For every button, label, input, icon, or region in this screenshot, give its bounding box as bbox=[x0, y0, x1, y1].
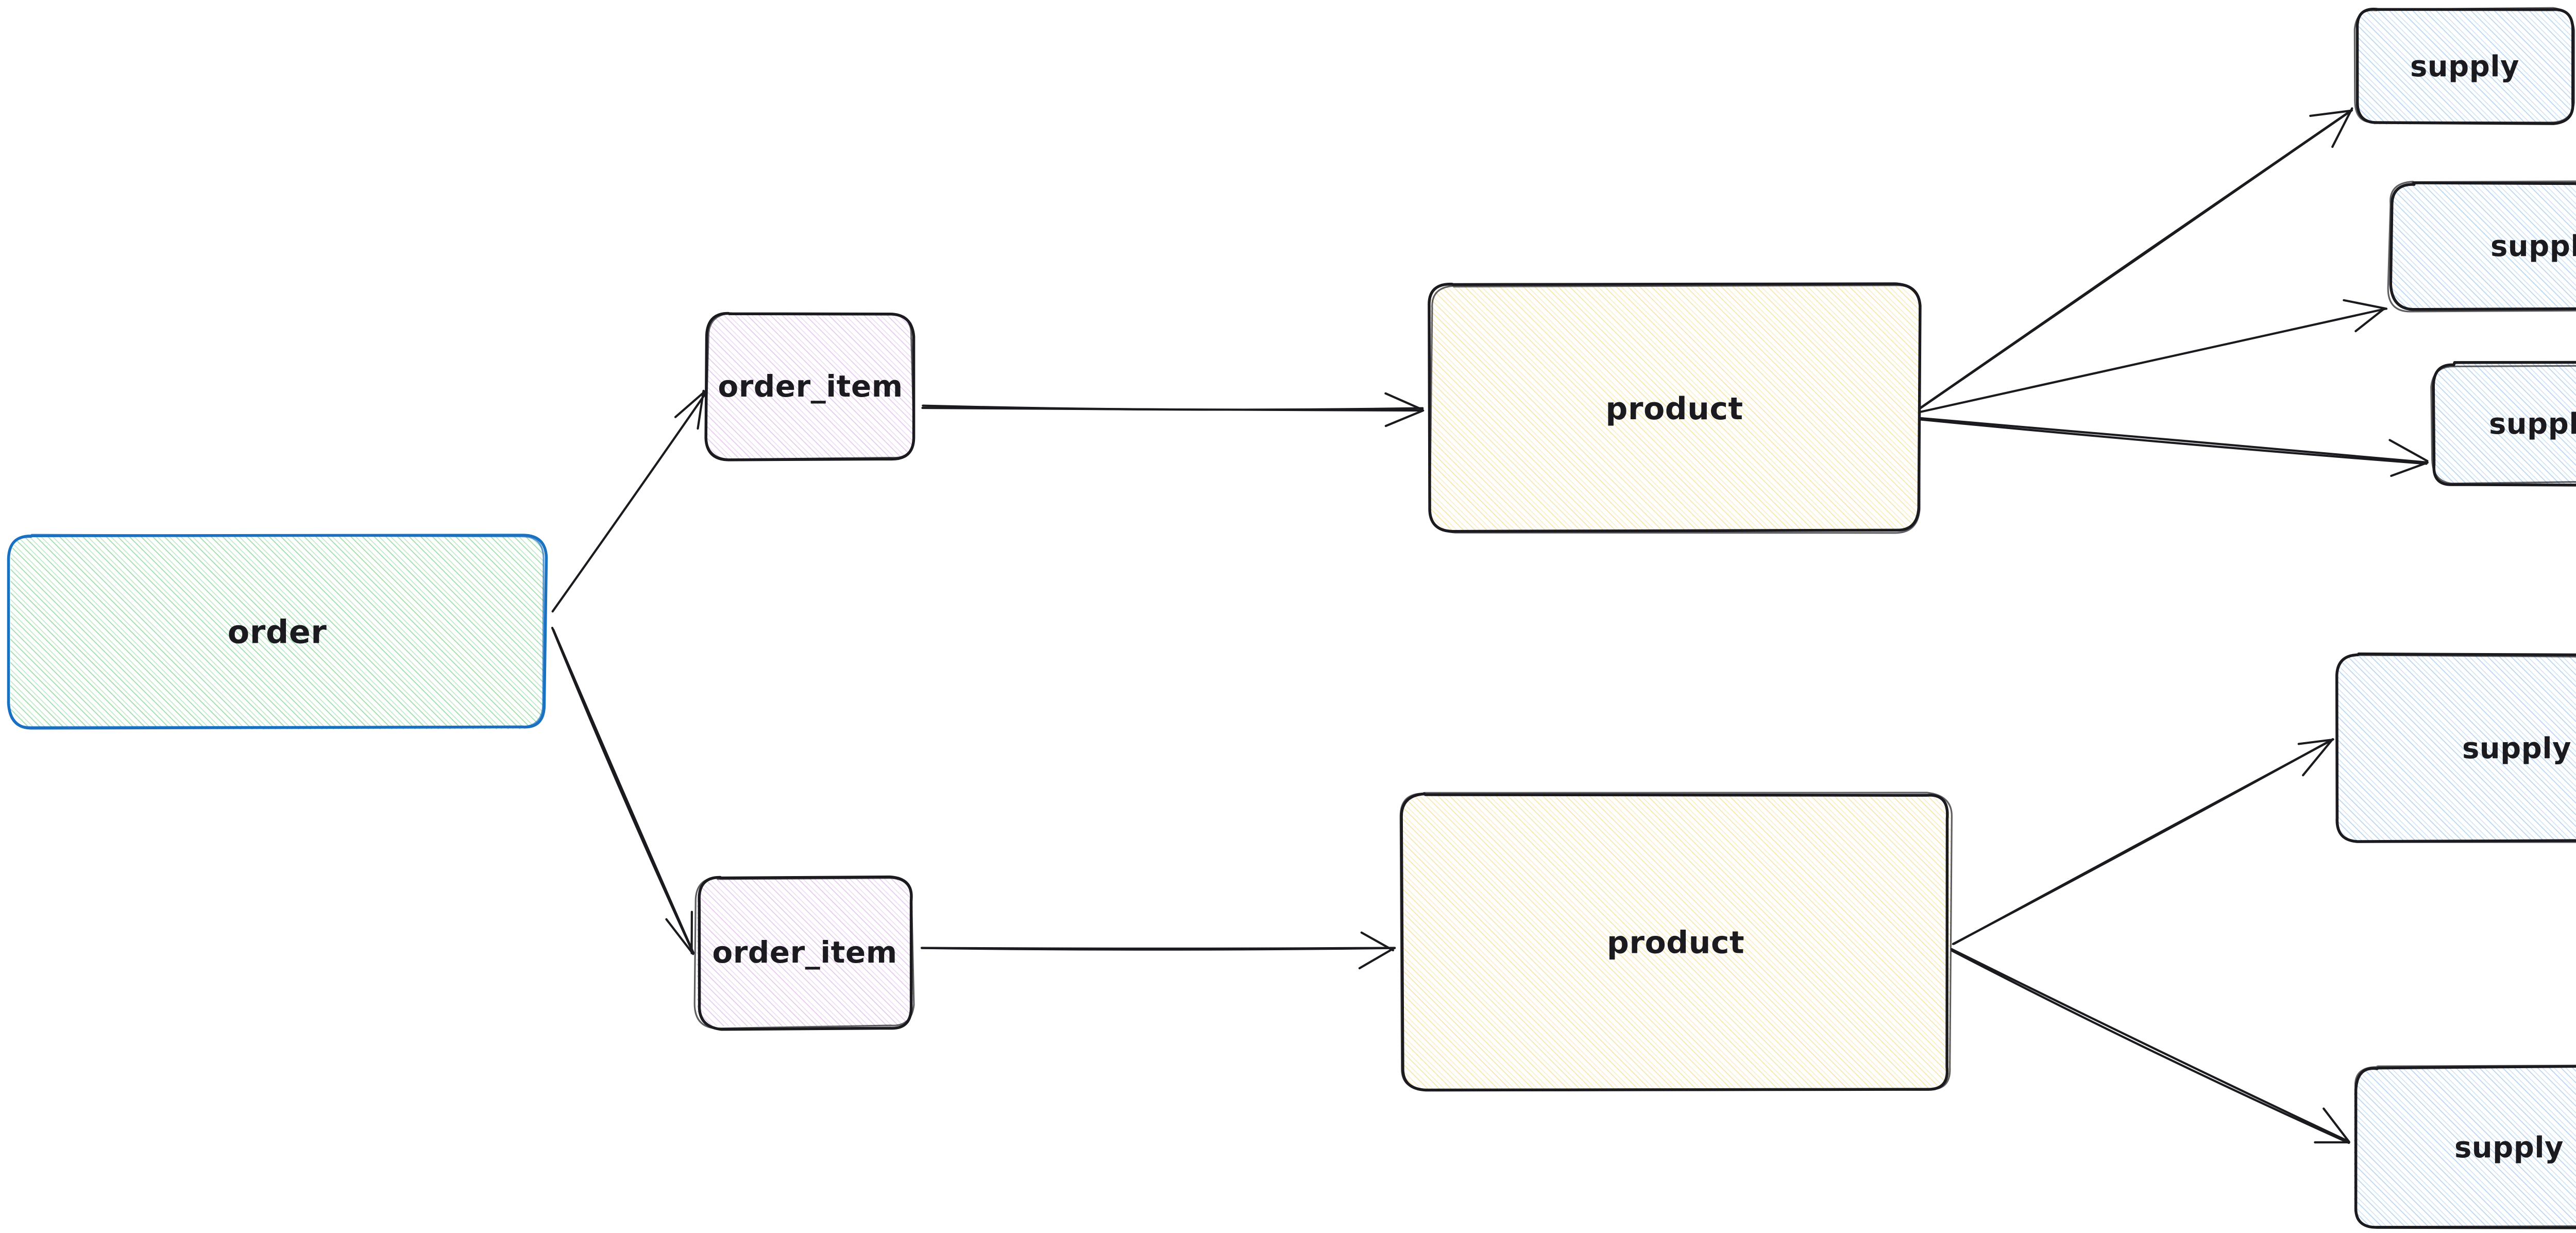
node-fill bbox=[2357, 8, 2574, 125]
node-outline bbox=[705, 312, 915, 460]
node-fill bbox=[1401, 794, 1951, 1092]
node-label-product_top: product bbox=[1605, 391, 1743, 427]
node-outline bbox=[2387, 180, 2576, 313]
edge-line bbox=[1920, 307, 2387, 413]
node-order_item_bottom[interactable]: order_item bbox=[693, 875, 915, 1031]
edge-product_top-to-supply_1[interactable] bbox=[1919, 107, 2353, 409]
edge-line bbox=[1951, 949, 2350, 1144]
edge-arrowhead bbox=[2309, 109, 2353, 117]
node-outline bbox=[2389, 181, 2576, 311]
node-label-order_item_bottom: order_item bbox=[712, 935, 897, 970]
edge-line bbox=[1918, 418, 2428, 465]
edge-arrowhead bbox=[697, 389, 705, 430]
node-outline bbox=[704, 312, 916, 461]
edge-arrowhead bbox=[2297, 739, 2332, 745]
node-product_bottom[interactable]: product bbox=[1399, 792, 1953, 1092]
edge-arrowhead bbox=[1384, 409, 1425, 427]
node-layer: orderorder_itemorder_itemproductproducts… bbox=[7, 7, 2576, 1229]
edge-arrowhead bbox=[2323, 1107, 2350, 1143]
node-supply_3[interactable]: supply bbox=[2430, 361, 2576, 487]
node-fill bbox=[697, 878, 913, 1026]
node-outline bbox=[693, 877, 915, 1030]
node-product_top[interactable]: product bbox=[1428, 282, 1922, 534]
edge-line bbox=[921, 947, 1396, 951]
edge-arrowhead bbox=[2302, 738, 2334, 777]
node-outline bbox=[2336, 654, 2576, 843]
node-label-supply_2: supply bbox=[2490, 230, 2576, 263]
node-fill bbox=[2433, 363, 2576, 484]
node-fill bbox=[2389, 183, 2576, 310]
edge-product_top-to-supply_3[interactable] bbox=[1918, 417, 2429, 477]
edge-order_item_top-to-product_top[interactable] bbox=[921, 392, 1425, 427]
edge-arrowhead bbox=[2388, 439, 2429, 463]
node-fill bbox=[10, 535, 544, 730]
edge-order_item_bottom-to-product_bottom[interactable] bbox=[920, 931, 1396, 970]
node-order[interactable]: order bbox=[7, 534, 548, 730]
node-label-product_bottom: product bbox=[1607, 925, 1744, 961]
edge-line bbox=[551, 626, 694, 953]
node-supply_1[interactable]: supply bbox=[2353, 7, 2575, 125]
node-order_item_top[interactable]: order_item bbox=[704, 312, 916, 461]
node-supply_2[interactable]: supply bbox=[2387, 180, 2576, 313]
edge-arrowhead bbox=[1384, 392, 1424, 411]
edge-line bbox=[1952, 738, 2333, 945]
edge-arrowhead bbox=[2343, 299, 2388, 310]
edge-product_bottom-to-supply_5[interactable] bbox=[1950, 948, 2350, 1144]
edge-order-to-order_item_top[interactable] bbox=[551, 389, 707, 613]
edge-arrowhead bbox=[674, 390, 706, 418]
node-label-supply_1: supply bbox=[2410, 50, 2519, 83]
node-supply_4[interactable]: supply bbox=[2335, 652, 2576, 843]
edge-order-to-order_item_bottom[interactable] bbox=[551, 626, 695, 955]
node-fill bbox=[2353, 1067, 2576, 1229]
edge-line bbox=[551, 391, 707, 613]
node-label-supply_4: supply bbox=[2462, 732, 2571, 765]
node-outline bbox=[2354, 1065, 2576, 1229]
edge-line bbox=[1950, 948, 2350, 1142]
node-outline bbox=[8, 534, 545, 728]
node-label-order: order bbox=[228, 613, 327, 651]
node-outline bbox=[2430, 365, 2576, 485]
node-outline bbox=[1399, 792, 1953, 1090]
node-label-supply_5: supply bbox=[2454, 1131, 2564, 1164]
node-label-order_item_top: order_item bbox=[718, 369, 903, 404]
edge-line bbox=[552, 628, 695, 954]
node-outline bbox=[2353, 7, 2575, 124]
edge-line bbox=[1919, 109, 2353, 409]
edge-line bbox=[1919, 417, 2429, 464]
node-fill bbox=[707, 313, 914, 460]
node-outline bbox=[1429, 284, 1921, 534]
edge-arrowhead bbox=[665, 918, 694, 955]
node-fill bbox=[2336, 655, 2576, 842]
edge-line bbox=[922, 404, 1424, 411]
node-label-supply_3: supply bbox=[2489, 407, 2576, 441]
edge-arrowhead bbox=[1360, 931, 1394, 952]
edge-arrowhead bbox=[1358, 947, 1396, 970]
edge-product_top-to-supply_2[interactable] bbox=[1920, 299, 2388, 413]
edge-layer bbox=[551, 107, 2429, 1144]
node-outline bbox=[2354, 1065, 2576, 1228]
node-fill bbox=[1429, 286, 1920, 532]
edge-arrowhead bbox=[2354, 307, 2386, 333]
edge-product_bottom-to-supply_4[interactable] bbox=[1952, 738, 2334, 945]
node-supply_5[interactable]: supply bbox=[2353, 1065, 2576, 1229]
edge-arrowhead bbox=[2331, 107, 2353, 148]
edge-arrowhead bbox=[2390, 461, 2429, 477]
